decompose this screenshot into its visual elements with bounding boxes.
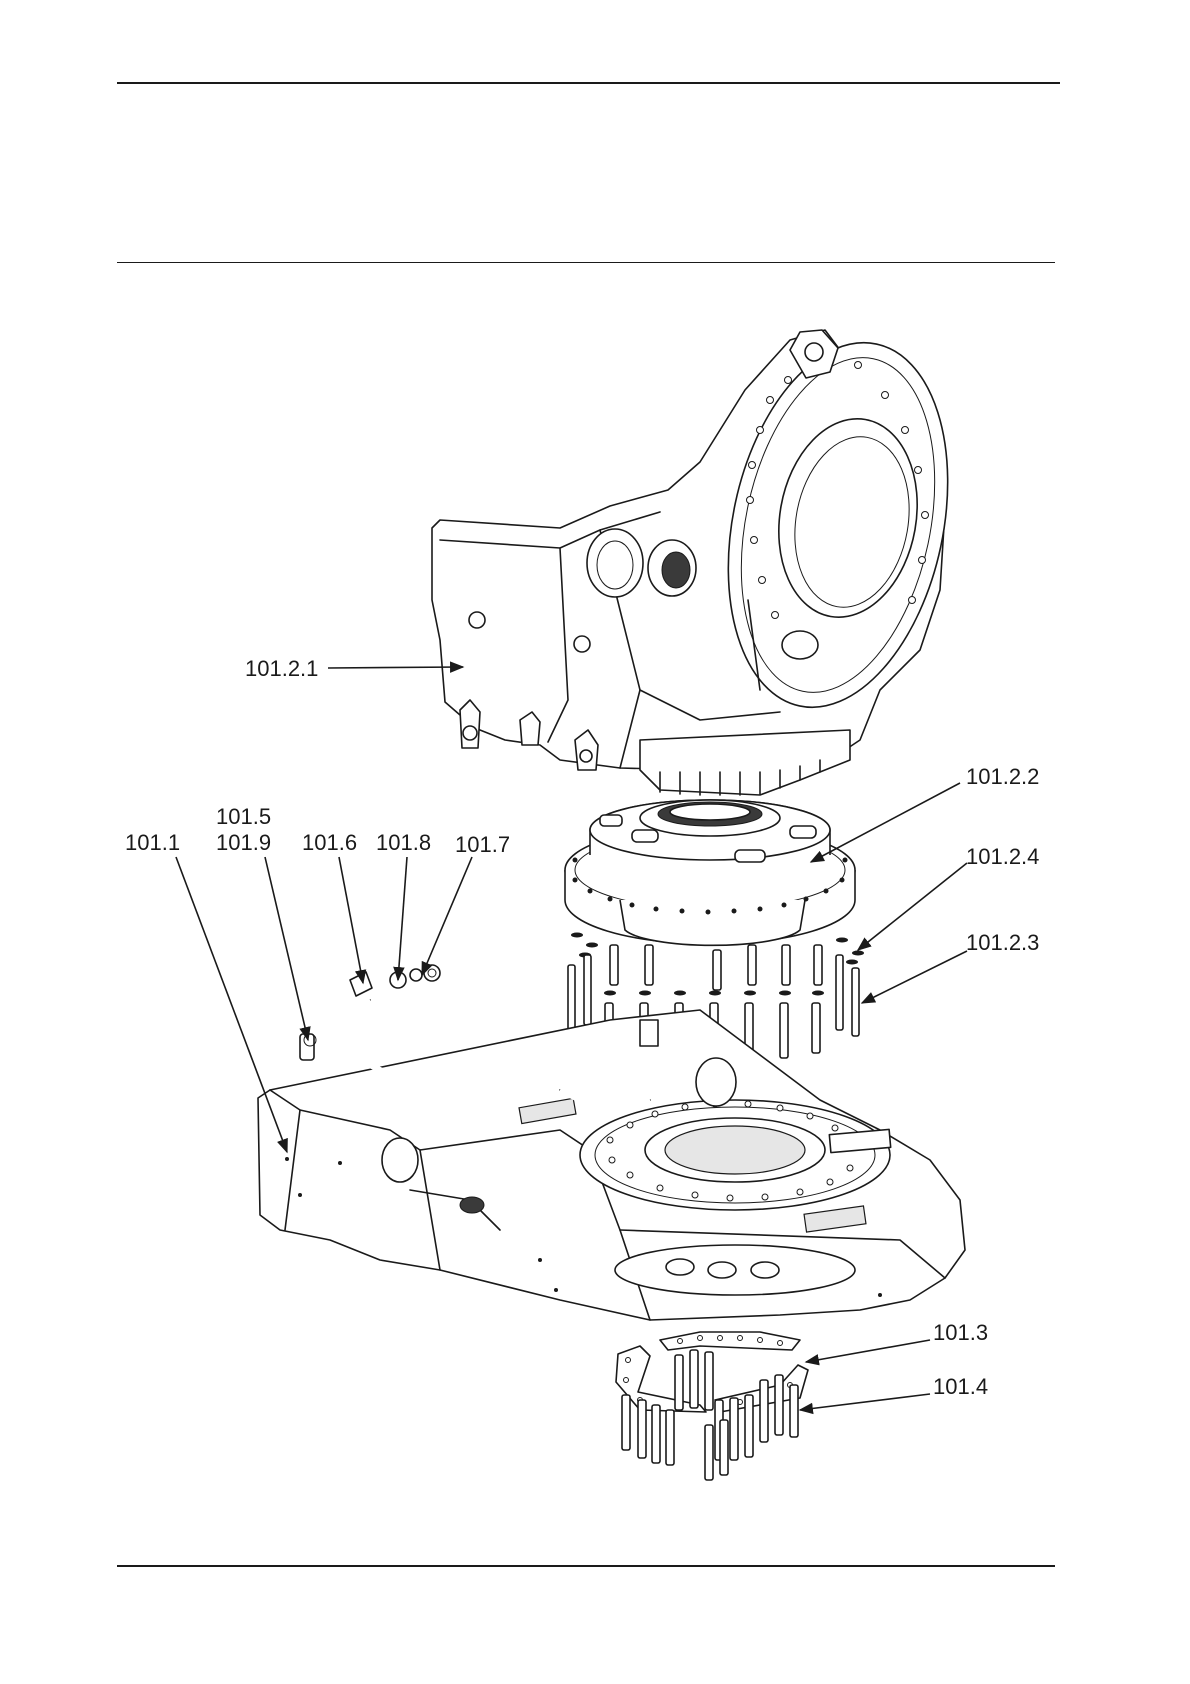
label-101-2-4: 101.2.4: [966, 844, 1039, 869]
label-101-5: 101.5: [216, 804, 271, 829]
hose-fittings: [300, 965, 440, 1060]
label-101-7: 101.7: [455, 832, 510, 857]
label-101-2-2: 101.2.2: [966, 764, 1039, 789]
base-frame-part: [258, 1000, 965, 1320]
label-101-8: 101.8: [376, 830, 431, 855]
upper-housing-part: [432, 322, 979, 795]
label-101-3: 101.3: [933, 1320, 988, 1345]
slew-drive-part: [565, 800, 855, 945]
label-101-9: 101.9: [216, 830, 271, 855]
label-101-6: 101.6: [302, 830, 357, 855]
label-101-4: 101.4: [933, 1374, 988, 1399]
label-101-1: 101.1: [125, 830, 180, 855]
label-101-2-1: 101.2.1: [245, 656, 318, 681]
bottom-ring-and-bolts: [616, 1332, 808, 1480]
label-101-2-3: 101.2.3: [966, 930, 1039, 955]
